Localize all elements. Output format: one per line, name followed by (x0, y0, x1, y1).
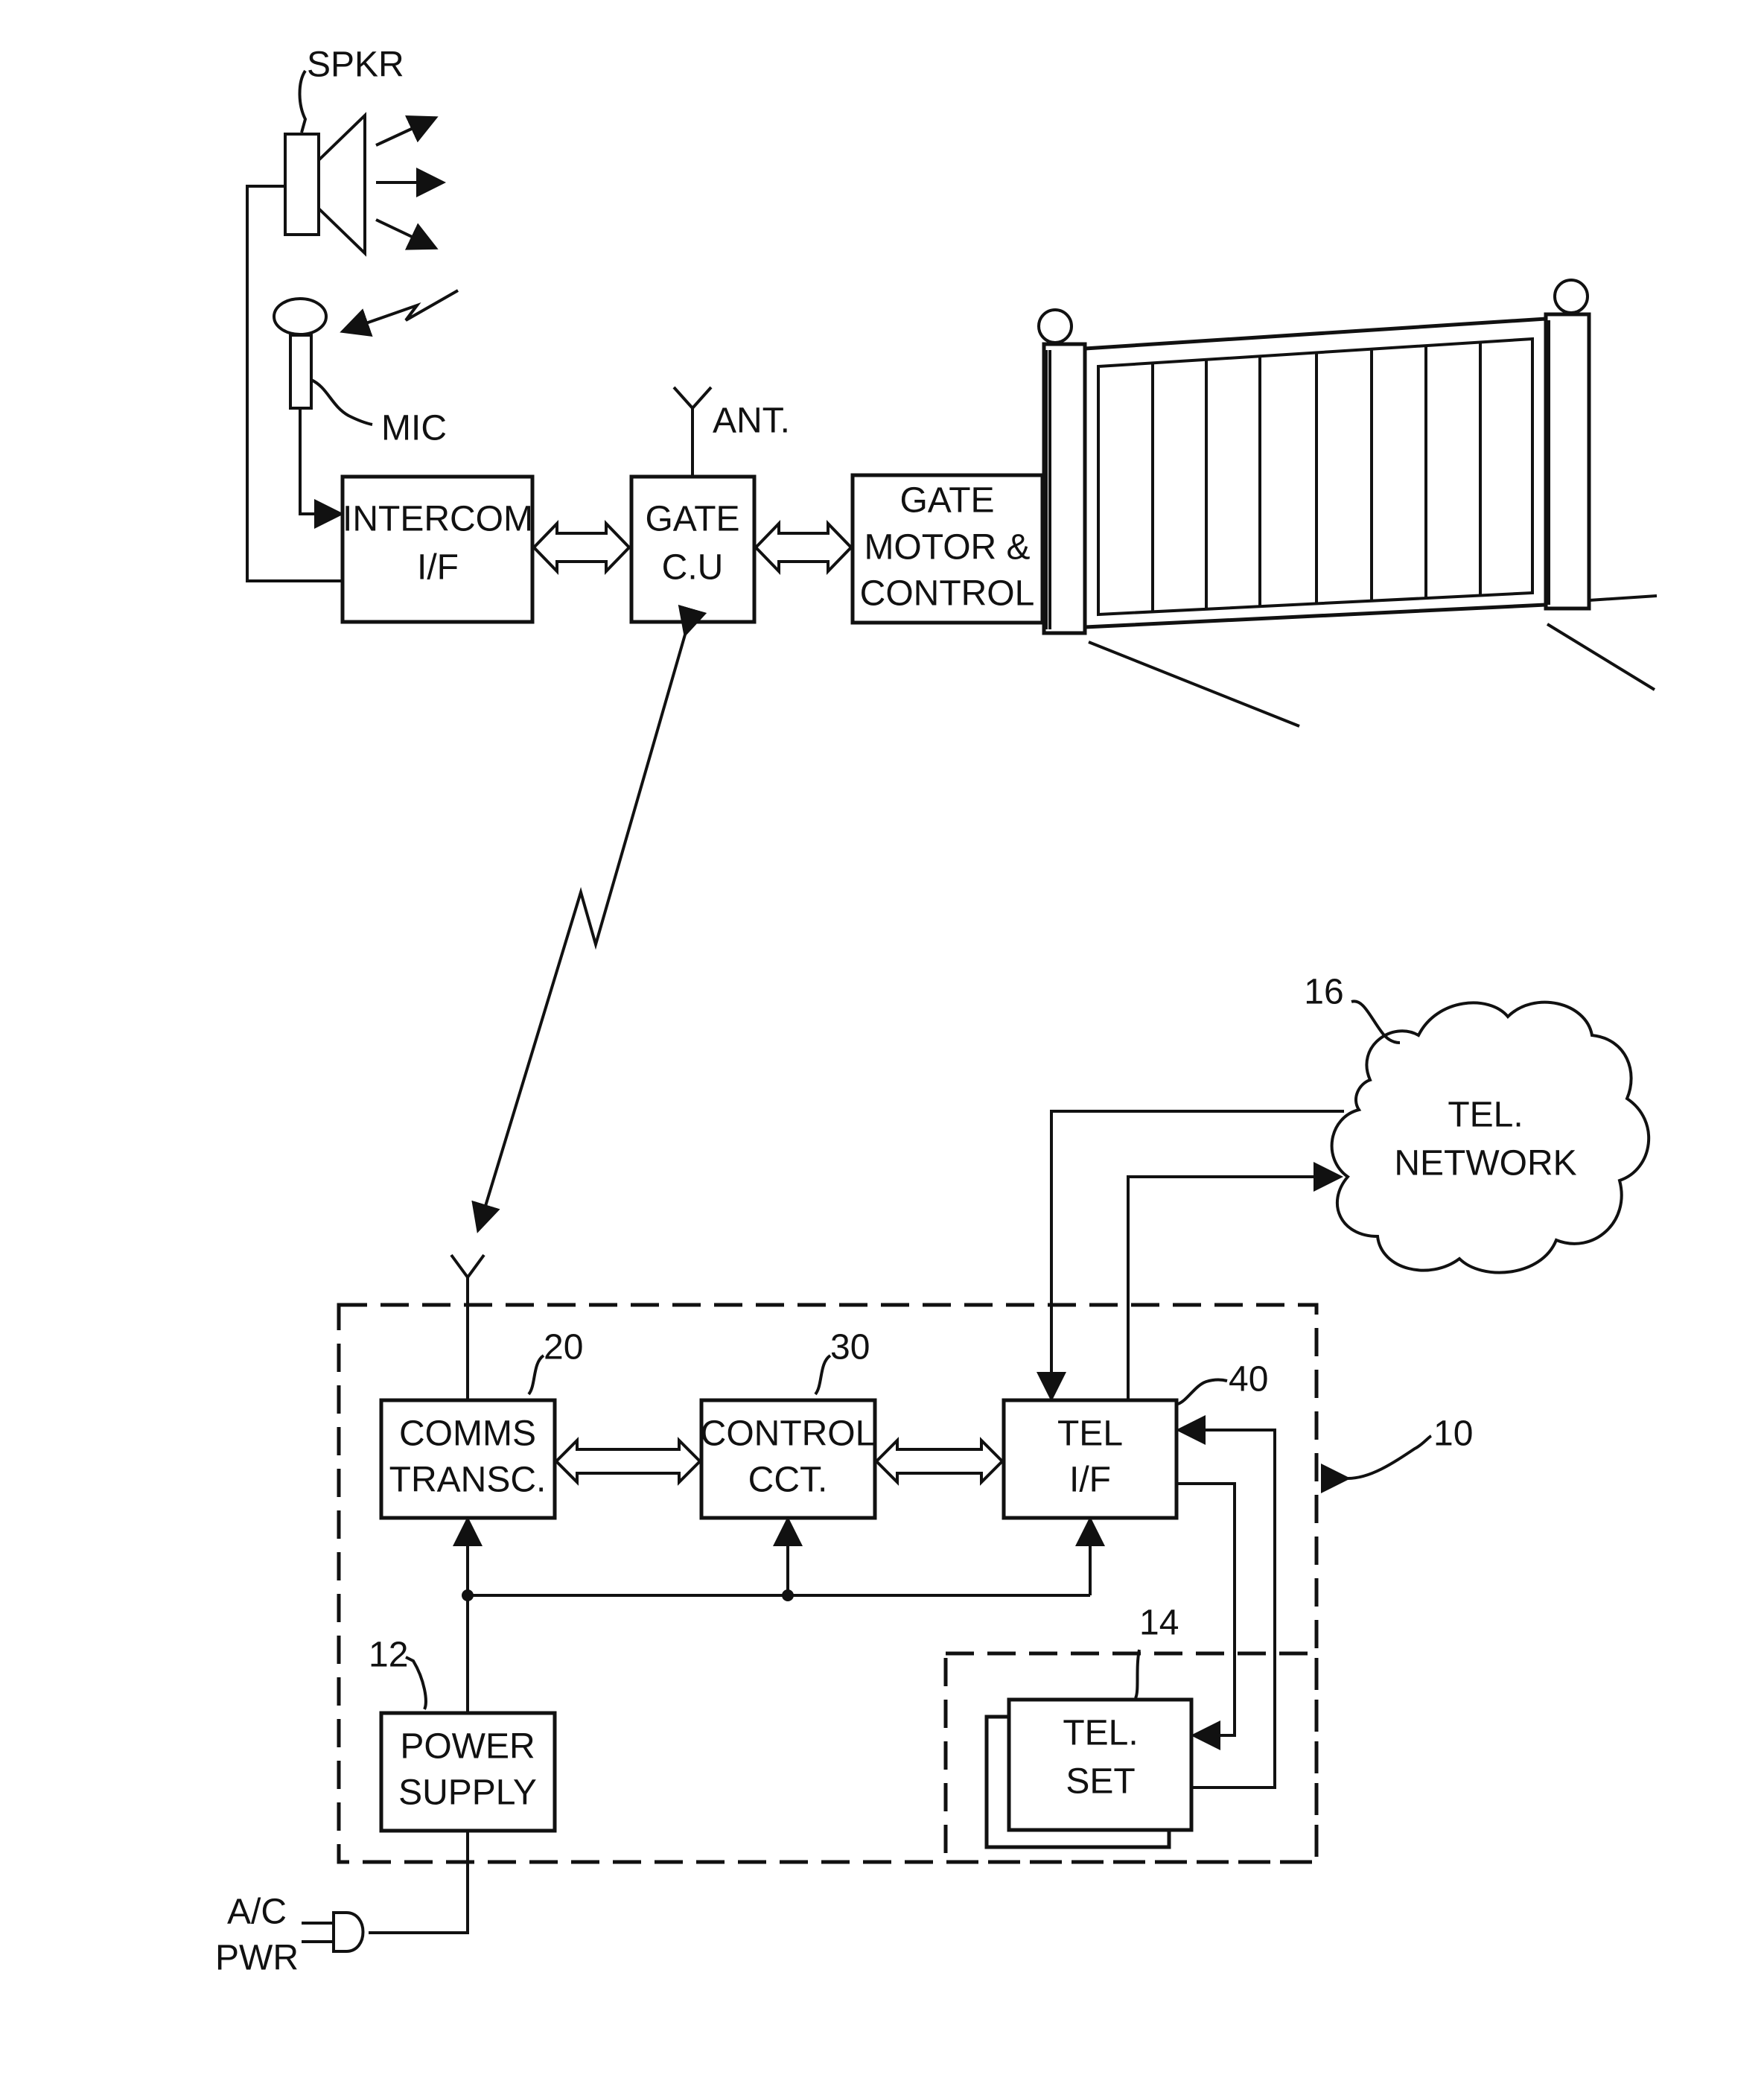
tel-if-ref: 40 (1229, 1360, 1268, 1399)
gate-motor-label-line2: MOTOR & (864, 528, 1030, 568)
mic-wire (300, 408, 341, 514)
intercom-label-line2: I/F (417, 548, 459, 588)
control-label-line1: CONTROL (701, 1414, 876, 1454)
power-ref: 12 (369, 1636, 408, 1675)
mic-leader (311, 380, 372, 425)
ac-label-line1: A/C (227, 1893, 287, 1932)
network-ref: 16 (1304, 973, 1343, 1012)
system-ref: 10 (1433, 1414, 1473, 1454)
network-label-line1: TEL. (1448, 1096, 1523, 1135)
tel-if-label-line2: I/F (1069, 1461, 1111, 1500)
bus-junction (782, 1589, 794, 1601)
power-label-line1: POWER (400, 1727, 535, 1767)
intercom-label-line1: INTERCOM (343, 500, 533, 539)
control-ref: 30 (830, 1328, 870, 1367)
ac-power-wire (369, 1831, 468, 1933)
microphone-icon (274, 290, 458, 408)
gate-motor-label-line1: GATE (899, 481, 994, 521)
telif-to-telset (1176, 1484, 1235, 1735)
network-to-telif (1051, 1111, 1344, 1399)
tel-set-label-line1: TEL. (1063, 1714, 1138, 1753)
speaker-leader (300, 71, 306, 133)
tel-set-ref-leader (1136, 1650, 1139, 1698)
control-ref-leader (815, 1356, 830, 1394)
gate-motor-label-line3: CONTROL (860, 574, 1035, 614)
comms-ref-leader (529, 1356, 544, 1394)
control-telif-link (876, 1440, 1002, 1482)
tel-network-cloud (1332, 1002, 1649, 1273)
comms-ref: 20 (544, 1328, 583, 1367)
tel-if-ref-leader (1178, 1380, 1227, 1404)
comms-label-line1: COMMS (399, 1414, 536, 1454)
gate-antenna-icon (674, 387, 711, 477)
comms-control-link (556, 1440, 700, 1482)
gate-cu-label-line2: C.U (662, 548, 724, 588)
gate-icon (1039, 280, 1657, 726)
tel-set-ref: 14 (1139, 1604, 1179, 1643)
intercom-gatecu-link (534, 524, 629, 571)
wireless-link (478, 635, 685, 1230)
antenna-label: ANT. (713, 401, 790, 441)
power-label-line2: SUPPLY (398, 1773, 537, 1813)
mic-label: MIC (381, 409, 447, 448)
speaker-label: SPKR (307, 45, 404, 85)
tel-if-label-line1: TEL (1057, 1414, 1123, 1454)
network-ref-leader (1351, 1001, 1400, 1043)
ac-label-line2: PWR (215, 1939, 299, 1978)
bus-junction (462, 1589, 474, 1601)
control-label-line2: CCT. (748, 1461, 828, 1500)
speaker-icon (285, 115, 443, 253)
system-ref-leader (1348, 1436, 1431, 1478)
tel-set-label-line2: SET (1066, 1762, 1135, 1802)
ac-plug-icon (302, 1913, 363, 1951)
gate-cu-label-line1: GATE (645, 500, 739, 539)
network-label-line2: NETWORK (1394, 1144, 1576, 1183)
comms-label-line2: TRANSC. (389, 1461, 547, 1500)
gatecu-motor-link (756, 524, 851, 571)
power-ref-leader (406, 1657, 426, 1709)
comms-antenna-icon (451, 1255, 484, 1400)
speaker-wire (247, 186, 343, 581)
